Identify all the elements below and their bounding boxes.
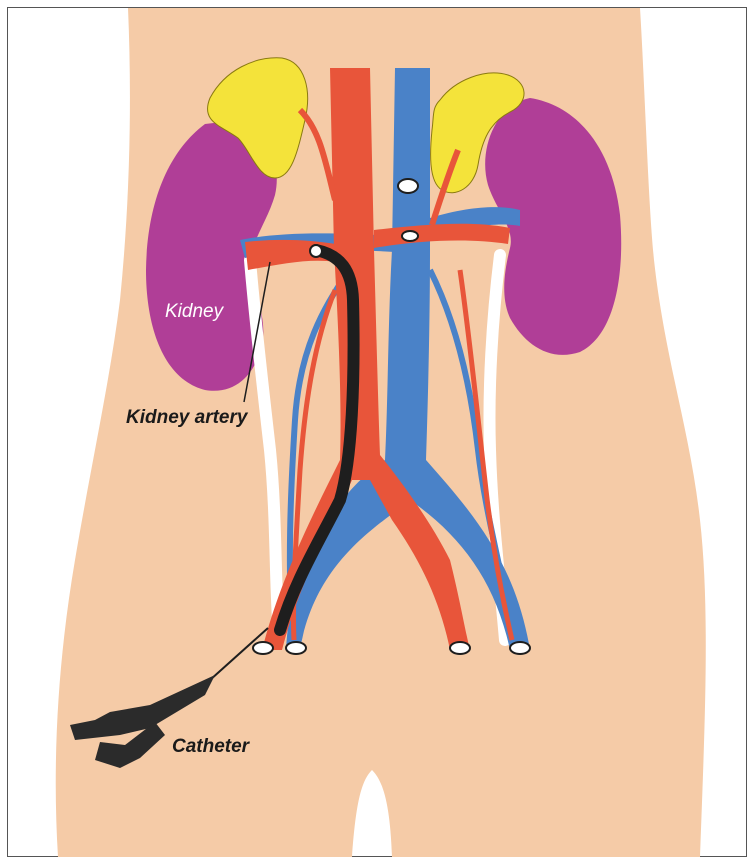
catheter-label: Catheter: [172, 737, 249, 756]
kidney-artery-label: Kidney artery: [126, 408, 247, 427]
kidney-label: Kidney: [165, 302, 223, 321]
